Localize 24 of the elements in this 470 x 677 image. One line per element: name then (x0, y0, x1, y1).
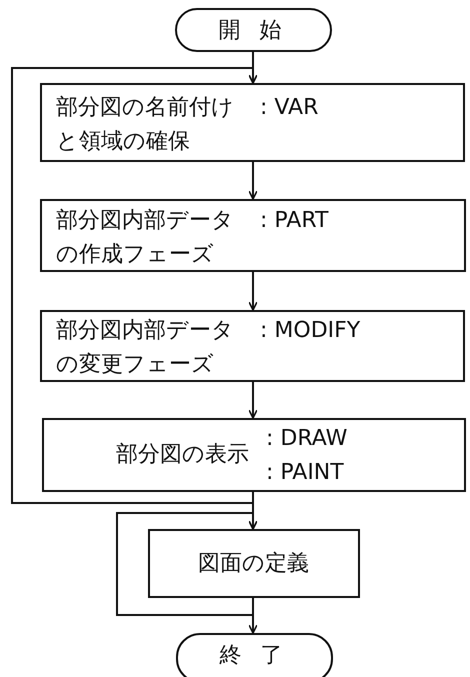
process-box (42, 418, 466, 492)
command-label: : DRAW (266, 425, 348, 453)
terminator-label: 開 始 (218, 17, 288, 45)
terminator (176, 633, 333, 677)
arrow (248, 272, 258, 311)
step-label: 部分図内部データの作成フェーズ (56, 207, 235, 269)
process-box (40, 199, 466, 272)
step-label: 図面の定義 (197, 550, 310, 578)
command-label: : VAR (260, 94, 320, 122)
step-label: 部分図内部データの変更フェーズ (56, 317, 235, 379)
process-box (40, 83, 465, 162)
step-label: 部分図の表示 (116, 441, 250, 469)
process-box (40, 310, 465, 382)
loop-arrow (116, 512, 258, 616)
arrow (248, 162, 258, 200)
process-box (148, 529, 360, 598)
loop-arrow (11, 67, 258, 504)
terminator (175, 8, 332, 52)
step-label: 部分図の名前付けと領域の確保 (56, 94, 235, 156)
command-label: : PAINT (266, 459, 345, 487)
command-label: : PART (260, 207, 330, 235)
arrow (248, 382, 258, 419)
command-label: : MODIFY (260, 317, 362, 345)
terminator-label: 終 了 (218, 642, 290, 670)
